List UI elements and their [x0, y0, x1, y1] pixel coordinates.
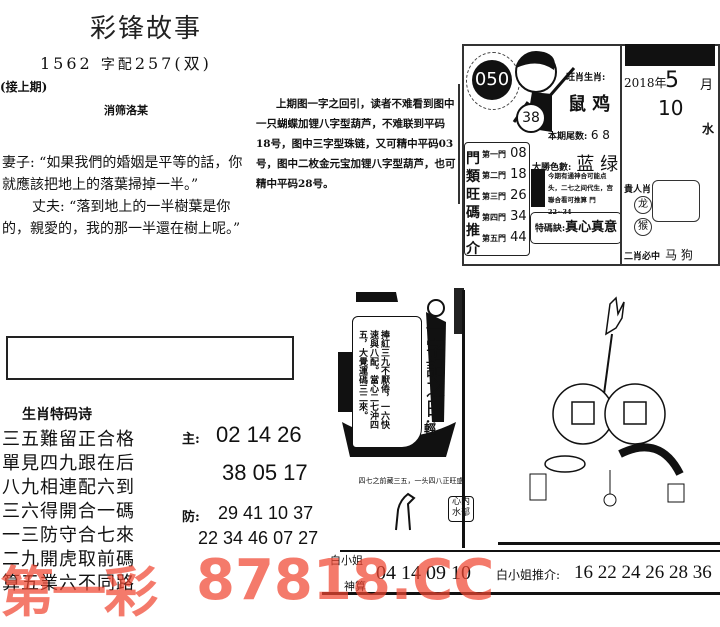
color-label: 大勝色數:: [532, 163, 572, 173]
stamp: 心内水部: [448, 496, 474, 522]
number-row: 本期尾数: 6 8: [548, 128, 610, 142]
bottom-top-line: [340, 550, 720, 552]
author: 消筛洛某: [104, 104, 148, 117]
black-panel: [531, 169, 545, 207]
guard-label: 防:: [182, 510, 200, 525]
continued-label: (接上期): [0, 80, 48, 94]
recommend-numbers: 16 22 24 26 28 36: [574, 562, 712, 583]
motto-value: 真心真意: [565, 220, 618, 235]
color-row: 大勝色數: 蓝 绿: [532, 150, 618, 176]
zodiac-circle: 龙: [634, 196, 652, 214]
bottom-value: 马 狗: [665, 248, 693, 262]
calendar-element: 水: [702, 122, 715, 136]
coin-figure-icon: [529, 296, 685, 507]
watermark-brand: 第一彩: [0, 561, 158, 624]
parity: (双): [174, 54, 212, 73]
divider: [458, 84, 460, 204]
word-match-value: 257: [134, 54, 175, 73]
sail: [352, 316, 422, 448]
bottom-label: 二肖必中: [624, 252, 661, 262]
info-text: 今期有通神合可能点头，二七之间代生，宫聯合看可推算 門22~34: [548, 172, 613, 216]
horse-icon: [395, 492, 416, 531]
story: 妻子: “如果我們的婚姻是平等的話，你就應該把地上的落葉掃掉一半。” 丈夫: “…: [2, 152, 252, 240]
vase-picture: [652, 180, 700, 222]
watermark-domain: 87818.CC: [196, 548, 495, 613]
answer-text: 上期图一字之回引，读者不难看到图中一只蝴蝶加锂八字型葫芦，不难联到平码18号，图…: [256, 98, 456, 190]
doors-box: [464, 142, 530, 256]
calendar-divider: [620, 44, 622, 266]
issue-number: 1562: [40, 54, 93, 73]
lucky-label: 旺肖生肖:: [566, 73, 606, 83]
bottom-line: [322, 592, 720, 595]
door-item: 第二門 18: [482, 167, 527, 182]
ship-border: [462, 290, 465, 548]
door-item: 第五門 44: [482, 230, 527, 245]
poem-title: 生肖特码诗: [22, 407, 92, 423]
poem-line: 八九相連配六到: [2, 477, 135, 498]
page-title: 彩锋故事: [90, 14, 203, 44]
poem-line: 三五難留正合格: [2, 429, 135, 450]
calendar-month-unit: 月: [700, 78, 714, 93]
word-match-label: 字配: [100, 57, 135, 73]
main-row-2: 38 05 17: [222, 460, 308, 485]
calendar-year: 2018年: [624, 76, 667, 90]
empty-box: [6, 336, 294, 380]
ball-number: 38: [516, 103, 546, 133]
story-line-husband: 丈夫: “落到地上的一半樹葉是你的，親愛的，我的那一半還在樹上呢。”: [2, 199, 241, 237]
calendar-day: 10: [658, 96, 684, 120]
poem-line: 算五業六不同路: [2, 573, 135, 594]
ship-verse: 捧紅三九不厭倦，一六快速與八配。當心二七沖四五，大覺運碼三二來。: [357, 330, 389, 429]
number-value: 6 8: [590, 128, 610, 142]
color-value: 蓝 绿: [576, 154, 619, 175]
ship-title: 一字記之曰:: [422, 318, 446, 425]
main-label: 主:: [182, 432, 200, 447]
poem-line: 單見四九跟在后: [2, 453, 135, 474]
door-list: 第一門 08 第二門 18 第三門 26 第四門 34 第五門 44: [482, 144, 527, 249]
coin-figure-panel: [498, 290, 720, 545]
noble-label: 貴人肖: [624, 185, 652, 195]
door-item: 第一門 08: [482, 146, 527, 161]
door-item: 第四門 34: [482, 209, 527, 224]
calendar-month: 5: [665, 68, 679, 93]
bottom-label-top: 白小姐: [330, 554, 363, 567]
poem-line: 一三防守合七來: [2, 525, 135, 546]
ship-answer: 輕: [424, 422, 437, 436]
recommend-label: 白小姐推介:: [496, 568, 561, 582]
story-line-wife: 妻子: “如果我們的婚姻是平等的話，你就應該把地上的落葉掃掉一半。”: [2, 155, 243, 193]
motto-label: 特碼訣:: [534, 224, 566, 234]
guard-row-2: 22 34 46 07 27: [198, 528, 319, 548]
guard-row-1: 29 41 10 37: [218, 503, 314, 523]
calendar-bottom: 二肖必中 马 狗: [624, 244, 693, 263]
lottery-card: [462, 44, 720, 266]
issue-line: 1562 字配257(双): [40, 50, 212, 74]
poem-line: 三六得開合一碼: [2, 501, 135, 522]
bottom-label-bottom: 神算: [344, 580, 366, 593]
bottom-numbers: 04 14 09 10: [376, 562, 471, 584]
doors-title: 門類旺碼推介: [466, 151, 480, 257]
number-label: 本期尾数:: [548, 132, 588, 142]
poem-line: 二九開虎取前碼: [2, 549, 135, 570]
badge-number: 050: [472, 60, 512, 100]
door-item: 第三門 26: [482, 188, 527, 203]
poem: 三五難留正合格 單見四九跟在后 八九相連配六到 三六得開合一碼 一三防守合七來 …: [2, 428, 135, 596]
calendar-header: [625, 44, 715, 66]
motto-box: 特碼訣:真心真意: [530, 212, 622, 244]
seal-text: 四七之前藏三五，一头四八正旺盛: [358, 477, 464, 485]
main-row-1: 02 14 26: [216, 422, 302, 447]
zodiac-circle: 猴: [634, 218, 652, 236]
zodiac-glyphs: 鼠 鸡: [568, 94, 611, 115]
